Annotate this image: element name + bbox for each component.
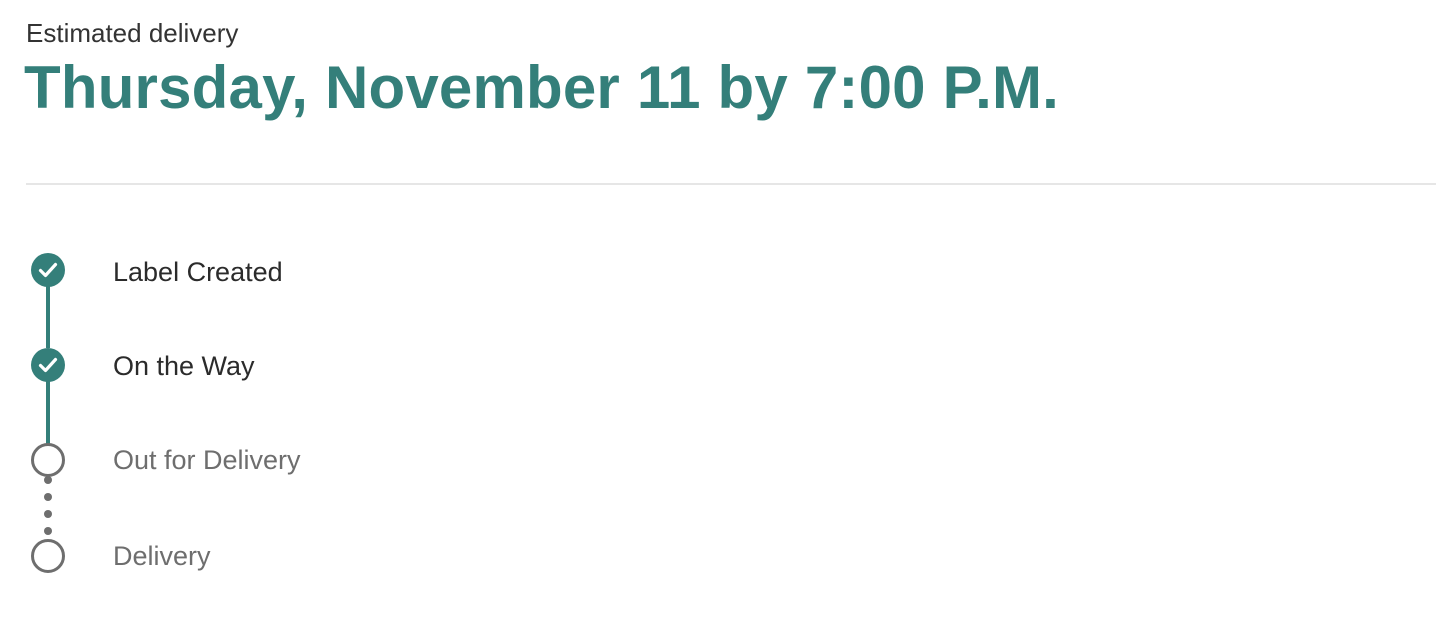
step-label-created-text: Label Created [113,257,283,287]
estimated-delivery-label: Estimated delivery [26,18,239,48]
step-out-for-delivery-text: Out for Delivery [113,445,301,475]
timeline-connector-dot [44,510,52,518]
timeline-connector-completed [46,380,50,444]
step-on-the-way-text: On the Way [113,351,255,381]
timeline-connector-dot [44,527,52,535]
timeline-connector-dot [44,493,52,501]
timeline-connector-completed [46,286,50,348]
estimated-delivery-date: Thursday, November 11 by 7:00 P.M. [24,54,1060,121]
step-on-the-way-node [31,348,65,382]
check-icon [38,357,58,373]
step-out-for-delivery-node [31,443,65,477]
section-divider [26,183,1436,185]
timeline-connector-dot [44,476,52,484]
step-label-created-node [31,253,65,287]
step-delivery-text: Delivery [113,541,211,571]
step-delivery-node [31,539,65,573]
check-icon [38,262,58,278]
